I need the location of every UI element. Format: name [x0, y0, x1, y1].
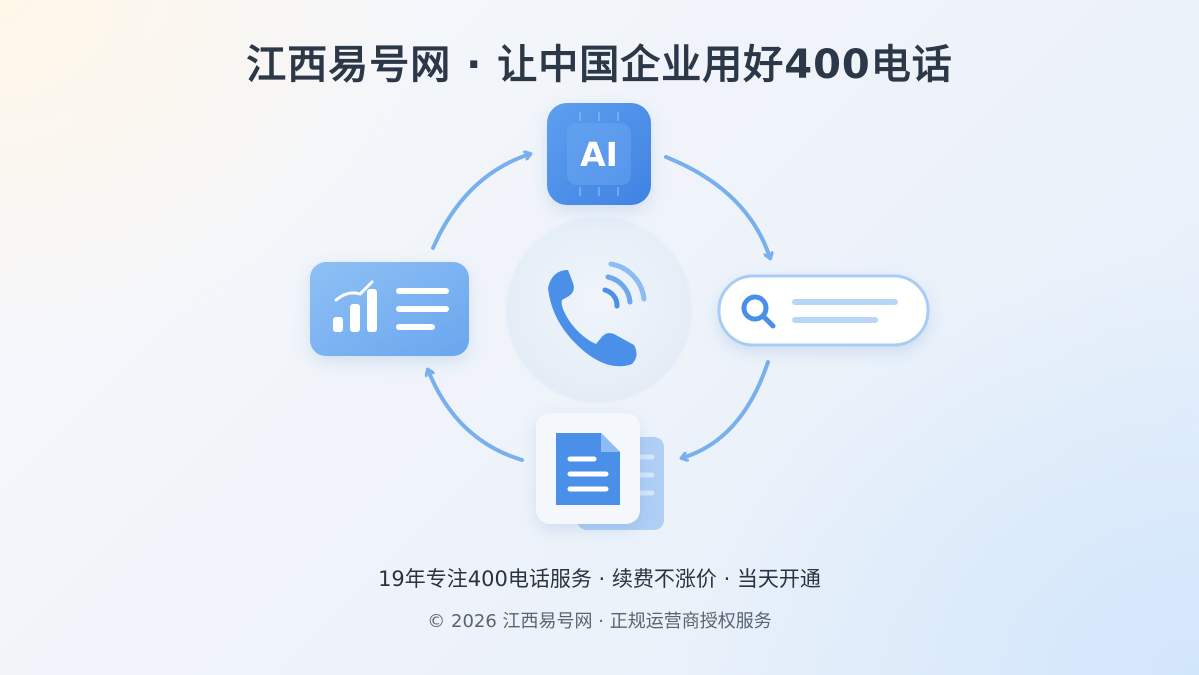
arrow-top-left: [431, 154, 530, 250]
arrow-bottom-left: [428, 370, 524, 462]
ai-label: AI: [580, 135, 618, 174]
analytics-card-node: [310, 262, 469, 356]
page-title: 江西易号网 · 让中国企业用好400电话: [246, 42, 953, 88]
ai-chip-node: AI: [547, 103, 651, 205]
search-bar-node: [717, 274, 930, 347]
footer-copyright: © 2026 江西易号网 · 正规运营商授权服务: [427, 611, 772, 632]
arrow-bottom-right: [682, 360, 770, 458]
phone-call-icon: [548, 261, 647, 367]
search-icon: [741, 294, 776, 329]
bar-chart-icon: [333, 280, 377, 332]
document-stack-node: [536, 413, 664, 530]
tagline: 19年专注400电话服务 · 续费不涨价 · 当天开通: [378, 567, 821, 591]
document-icon: [556, 433, 620, 505]
cycle-arrows: [428, 154, 770, 460]
arrow-top-right: [664, 155, 770, 258]
center-phone: [505, 216, 693, 404]
ai-chip-icon: [567, 123, 631, 185]
